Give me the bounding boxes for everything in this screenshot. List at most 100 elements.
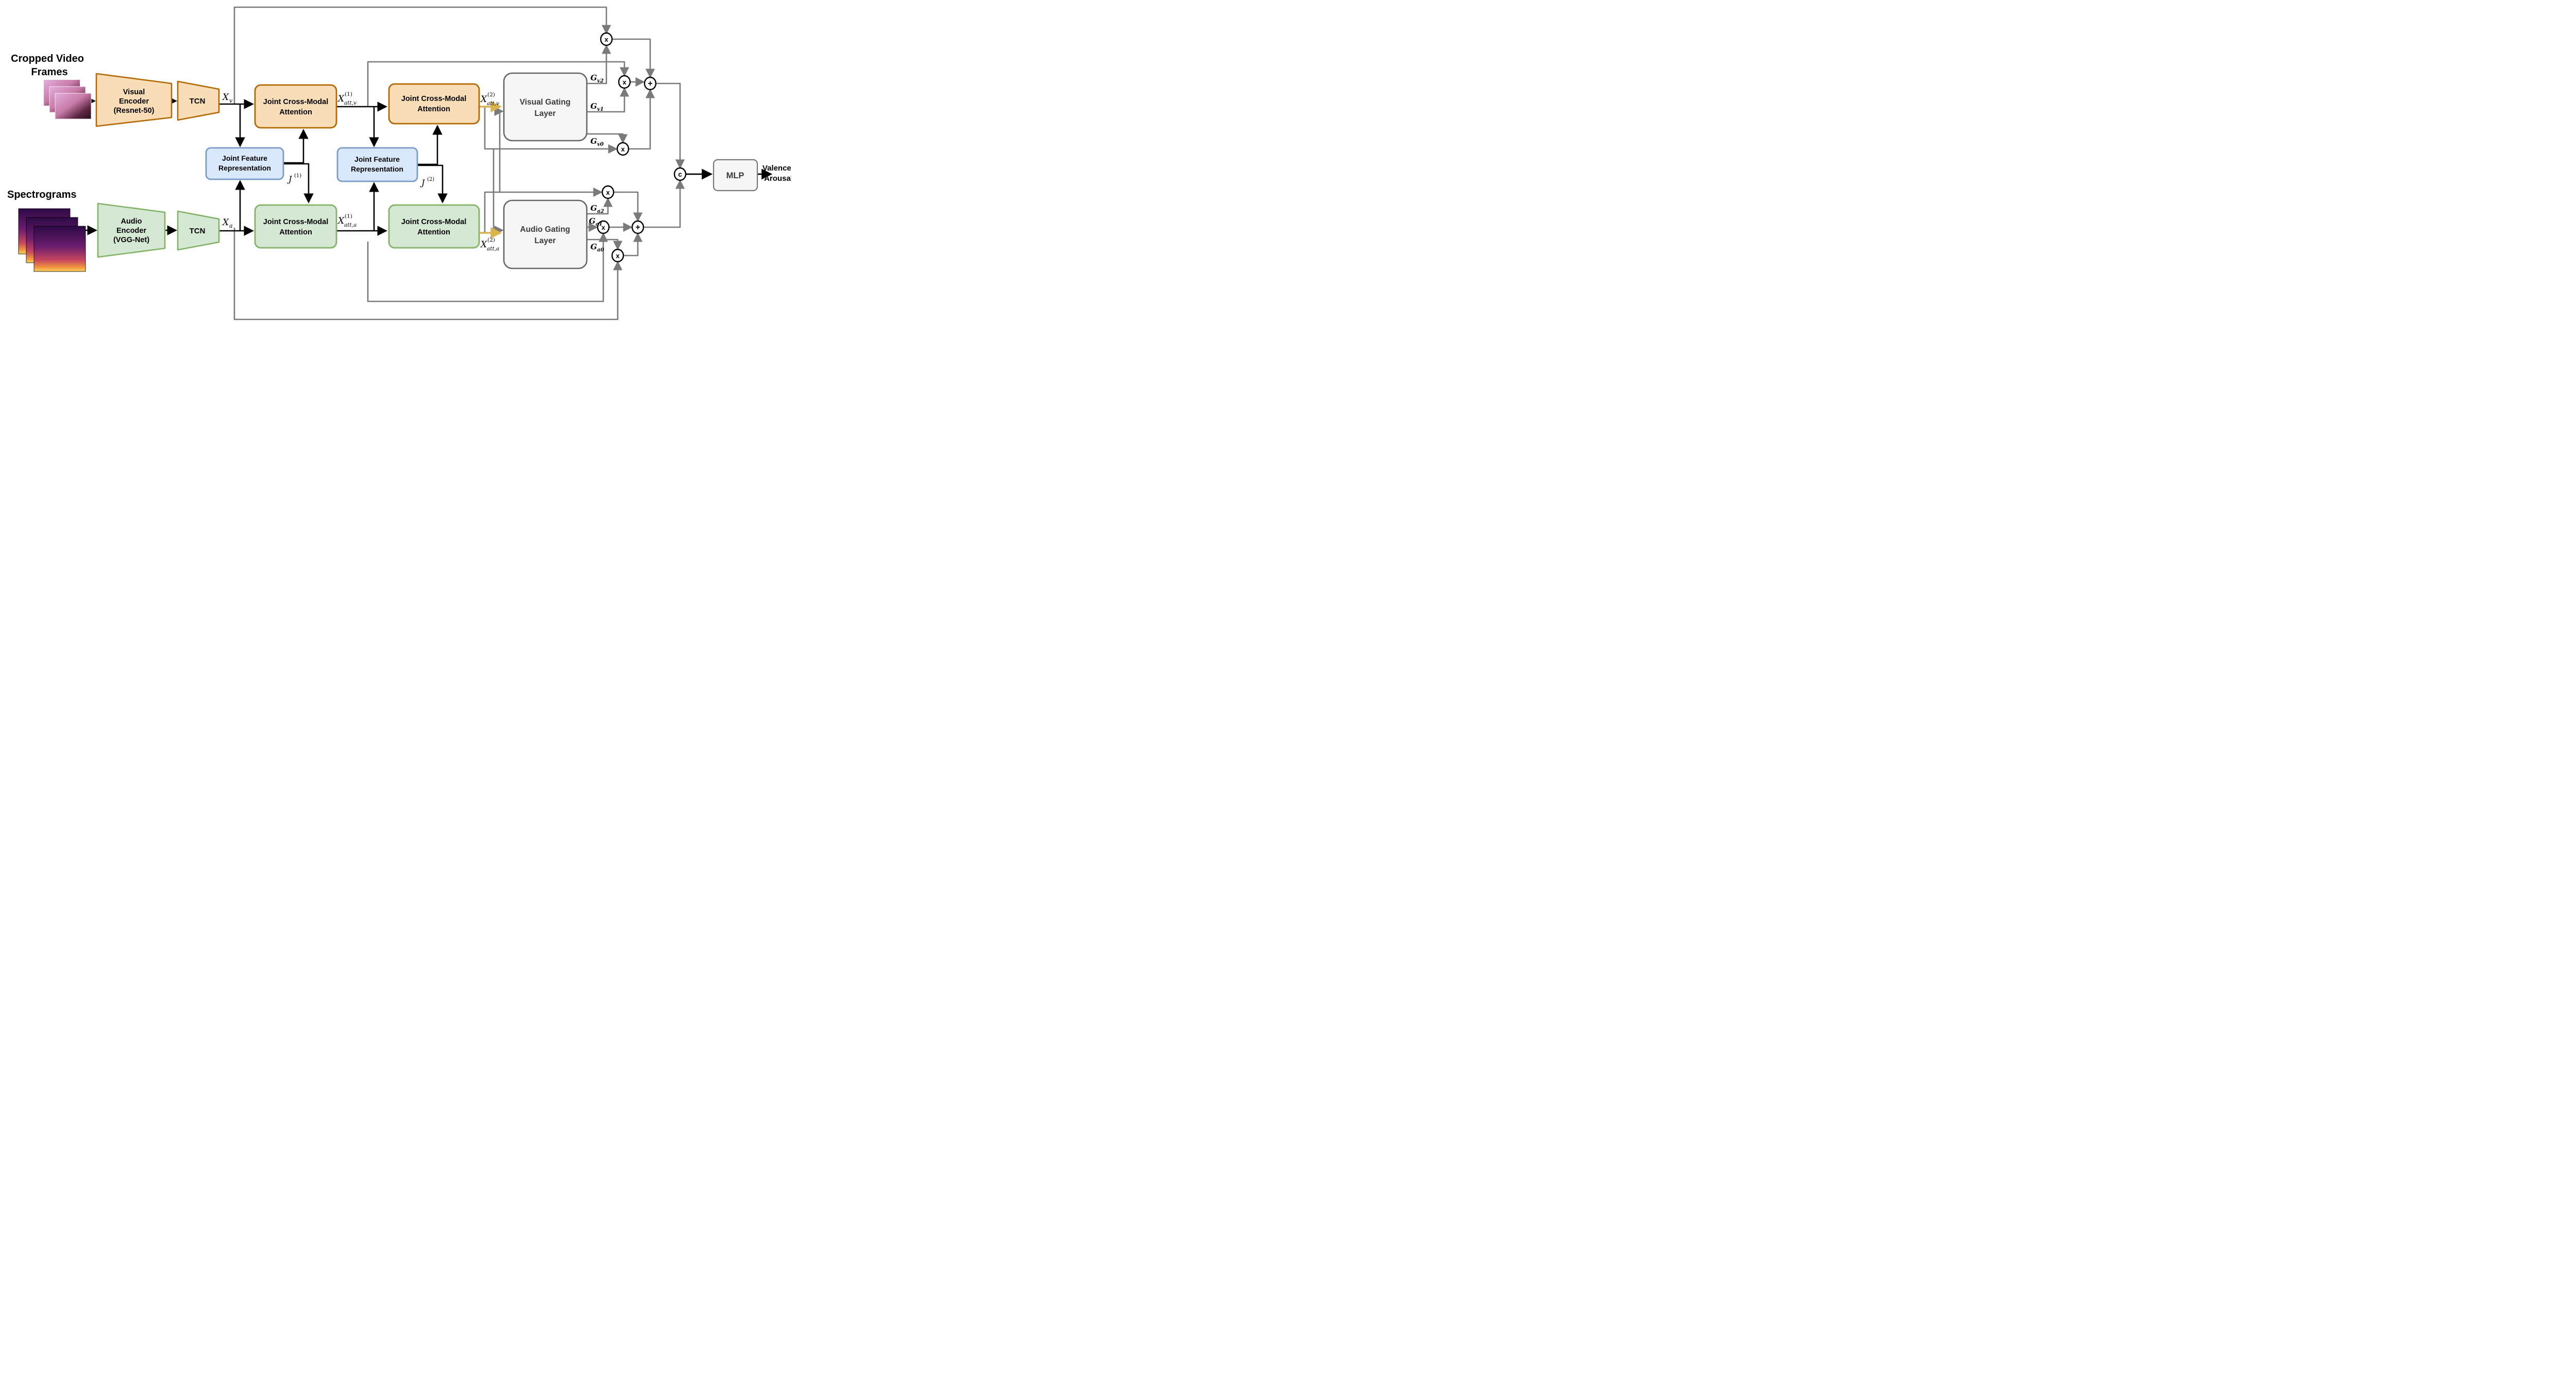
wire-gv0: [587, 133, 628, 144]
jcma-visual-2-label-1: Joint Cross-Modal: [401, 95, 466, 103]
label-xattv2-sup: (2): [487, 92, 495, 98]
output-label-2: Arousal: [764, 174, 791, 183]
label-j1-base: J: [287, 174, 293, 184]
label-xv-base: X: [222, 92, 229, 103]
architecture-diagram: Visual Encoder (Resnet-50) TCN Audio Enc…: [0, 0, 791, 324]
multiply-glyph: x: [601, 224, 605, 231]
label-xatta1-base: X: [337, 216, 345, 226]
label-xatta2-base: X: [480, 240, 487, 250]
label-xattv2-sub: att,v: [487, 100, 499, 107]
jcma-audio-1-box: [254, 204, 337, 249]
label-xattv1-sub: att,v: [344, 100, 357, 106]
visual-tcn-block: [177, 80, 220, 121]
wire-xattv2-to-xvbot: [484, 107, 618, 154]
jfr-1-box: [205, 147, 284, 180]
label-ga0-sub: a0: [597, 247, 604, 253]
wire-xatta2-to-xatop: [484, 187, 603, 233]
video-frame-3: [55, 93, 92, 120]
operator-nodes: x x + x x x + x c: [597, 32, 687, 263]
audio-encoder-label-1: Audio: [121, 217, 142, 226]
multiply-node-audio-bottom: [611, 248, 624, 263]
multiply-glyph: x: [621, 145, 625, 153]
audio-encoder-block: [97, 202, 166, 258]
spectrogram-3: [33, 226, 86, 272]
jcma-audio-1-label-2: Attention: [279, 228, 312, 236]
wire-adda-to-concat: [643, 179, 685, 228]
jcma-visual-1-label-1: Joint Cross-Modal: [263, 98, 328, 106]
wire-j1-down: [283, 163, 314, 203]
visual-gating-label-1: Visual Gating: [520, 98, 571, 107]
wire-gv2: [587, 44, 612, 84]
jcma-visual-1-box: [254, 84, 337, 129]
wire-addv-to-concat: [656, 82, 685, 169]
video-input-title-2: Frames: [31, 66, 67, 78]
label-gv0-sub: v0: [597, 142, 604, 147]
visual-tcn-label: TCN: [190, 97, 206, 106]
label-xatta1-sub: att,a: [344, 222, 357, 228]
audio-gating-label-1: Audio Gating: [520, 225, 570, 234]
label-ga2-base: G: [590, 203, 597, 213]
label-xa-sub: a: [229, 223, 233, 229]
label-xattv1-sup: (1): [345, 91, 352, 97]
audio-gating-label-2: Layer: [534, 236, 555, 245]
wire-xatta1-feedback: [367, 232, 608, 302]
wire-ga2: [587, 197, 613, 215]
label-xatta1-sup: (1): [345, 213, 352, 219]
label-xattv1-base: X: [337, 94, 345, 104]
label-ga0-base: G: [590, 242, 597, 251]
jfr-2-box: [336, 147, 418, 182]
add-glyph: +: [648, 79, 652, 88]
wire-gv1: [587, 87, 630, 113]
multiply-glyph: x: [622, 78, 626, 86]
math-labels: X v X a X (1) att,v X (2) att,v X (1) at…: [222, 73, 604, 253]
add-glyph: +: [635, 223, 640, 232]
wire-xatta2-to-visual-gating: [494, 106, 504, 192]
concat-glyph: c: [678, 171, 682, 178]
label-gv2-sub: v2: [597, 78, 604, 84]
visual-encoder-label-2: Encoder: [119, 97, 149, 106]
wire-j2-up: [417, 125, 443, 165]
jcma-visual-2-box: [388, 83, 480, 125]
multiply-glyph: x: [616, 252, 620, 260]
wire-xvbot-to-addv: [629, 89, 655, 150]
label-gv2-base: G: [590, 73, 597, 82]
audio-encoder-label-3: (VGG-Net): [113, 236, 149, 244]
wire-xabot-to-adda: [623, 232, 643, 257]
wire-xa-feedback: [233, 228, 623, 320]
video-input-title-1: Cropped Video: [11, 53, 84, 64]
label-gv1-sub: v1: [597, 107, 604, 112]
audio-tcn-block: [177, 210, 220, 251]
multiply-glyph: x: [606, 189, 610, 196]
spectrograms-stack: [18, 208, 86, 272]
visual-gating-label-2: Layer: [534, 109, 555, 118]
mlp-box: [713, 159, 758, 192]
label-xattv2-base: X: [480, 94, 487, 105]
jcma-audio-2-label-2: Attention: [417, 228, 450, 236]
label-xv-sub: v: [229, 97, 233, 104]
multiply-node-visual-top: [600, 32, 613, 46]
multiply-node-audio-mid: [597, 220, 610, 234]
wire-xvtop-to-addv: [612, 38, 655, 78]
output-label-1: Valence /: [762, 164, 791, 173]
label-xatta2-sup: (2): [487, 237, 495, 243]
visual-encoder-label-1: Visual: [123, 88, 145, 96]
label-gv1-base: G: [590, 101, 597, 111]
jfr-1-label-1: Joint Feature: [222, 154, 267, 162]
multiply-node-audio-top: [601, 185, 615, 199]
jfr-2-label-2: Representation: [351, 165, 403, 173]
jcma-audio-2-label-1: Joint Cross-Modal: [401, 218, 466, 226]
label-xatta2-sub: att,a: [487, 246, 499, 252]
jcma-visual-2-label-2: Attention: [417, 105, 450, 113]
concat-node: [673, 167, 687, 181]
multiply-glyph: x: [604, 36, 608, 43]
audio-input-title: Spectrograms: [7, 189, 77, 200]
audio-gating-box: [503, 199, 588, 269]
label-ga1-base: G: [589, 216, 596, 226]
mlp-label: MLP: [726, 171, 744, 180]
label-ga2-sub: a2: [597, 209, 604, 214]
label-xa-base: X: [222, 217, 229, 228]
wire-j1-up: [283, 129, 309, 164]
add-node-audio: [631, 220, 645, 234]
label-j2-base: J: [420, 178, 426, 188]
label-gv0-base: G: [590, 137, 597, 146]
